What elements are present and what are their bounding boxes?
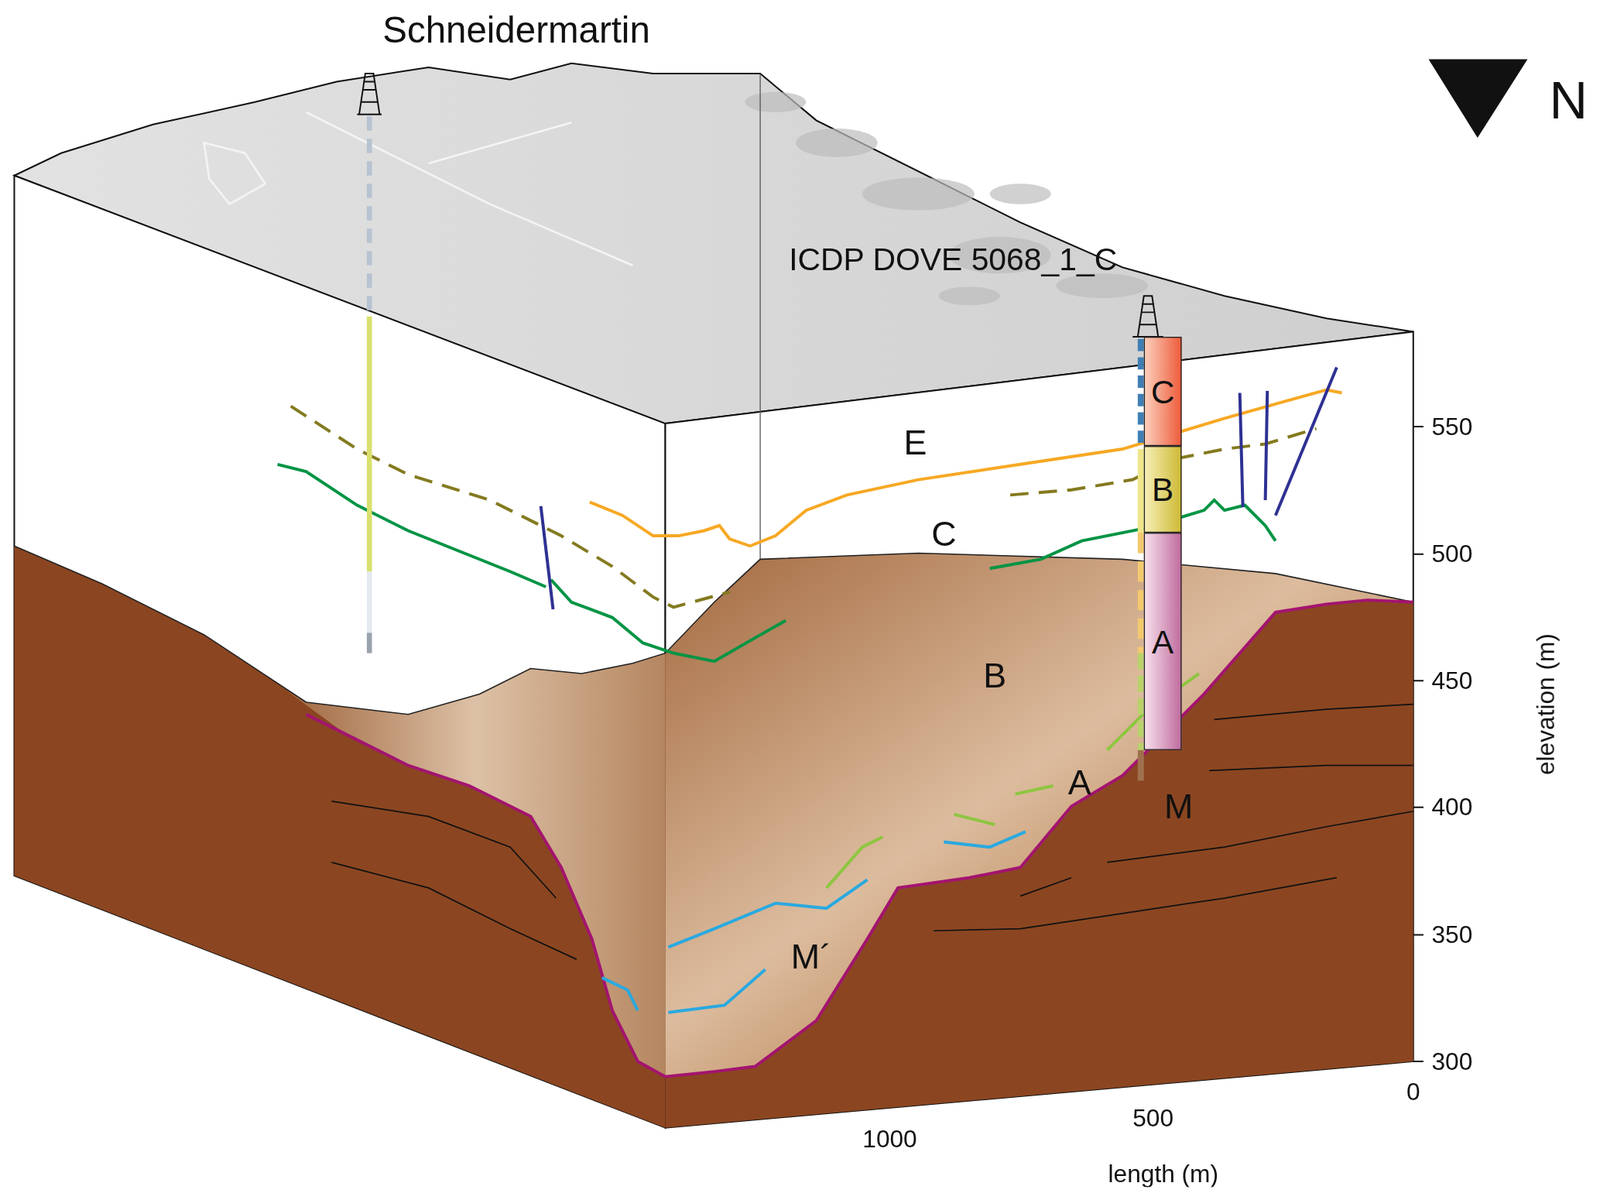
axis-title: elevation (m) [1533, 633, 1559, 775]
front-face [664, 331, 1413, 1128]
terrain-tracks [204, 112, 634, 266]
unit-letter: B [1151, 472, 1174, 506]
left-face [13, 175, 665, 1128]
reflector-green [277, 464, 1276, 662]
axis-value: 500 [1132, 1106, 1174, 1131]
axis-title: length (m) [1108, 1161, 1219, 1186]
axis-value: 400 [1431, 794, 1473, 820]
unit-label: C [931, 516, 956, 552]
unit-label: A [1068, 764, 1092, 799]
north-label: N [1548, 73, 1588, 127]
axis-ticks [1413, 426, 1424, 1062]
axis-value: 550 [1431, 414, 1473, 439]
axis-value: 450 [1431, 668, 1473, 693]
terrain-hills [744, 92, 1148, 306]
reflector-blue [602, 831, 1026, 1012]
borehole-name: Schneidermartin [382, 12, 651, 49]
borehole-name: ICDP DOVE 5068_1_C [788, 243, 1117, 275]
unit-label: M´ [791, 938, 832, 974]
hidden-edge [759, 73, 761, 559]
unit-letter: A [1151, 624, 1174, 658]
fill-front [664, 552, 1413, 1076]
unit-letter: C [1151, 374, 1175, 408]
core-unit-box: C [1144, 336, 1183, 446]
bedrock-left [13, 545, 665, 1128]
axis-value: 500 [1431, 541, 1473, 567]
axis-value: 350 [1431, 922, 1473, 948]
fill-left [285, 653, 665, 1077]
derrick-icon [1132, 295, 1164, 337]
bedrock-front [664, 552, 1413, 1128]
borehole-column [366, 116, 373, 653]
unit-label: B [983, 657, 1007, 693]
bedrock-surface [305, 599, 1413, 1077]
axis-value: 0 [1406, 1079, 1421, 1105]
axis-value: 1000 [862, 1126, 917, 1152]
core-unit-box: A [1144, 532, 1183, 751]
surface-outline [13, 545, 1413, 715]
core-strip [1137, 339, 1145, 782]
unit-label: M [1164, 788, 1193, 824]
unit-label: E [904, 424, 928, 460]
core-unit-box: B [1144, 445, 1183, 533]
reflector-orange [589, 390, 1343, 547]
column-fills [1144, 336, 1183, 751]
strata-lines [331, 704, 1413, 960]
north-arrow [1428, 58, 1529, 138]
derrick-icon [356, 73, 382, 115]
fault-lines [541, 367, 1337, 610]
axis-value: 300 [1431, 1048, 1473, 1074]
